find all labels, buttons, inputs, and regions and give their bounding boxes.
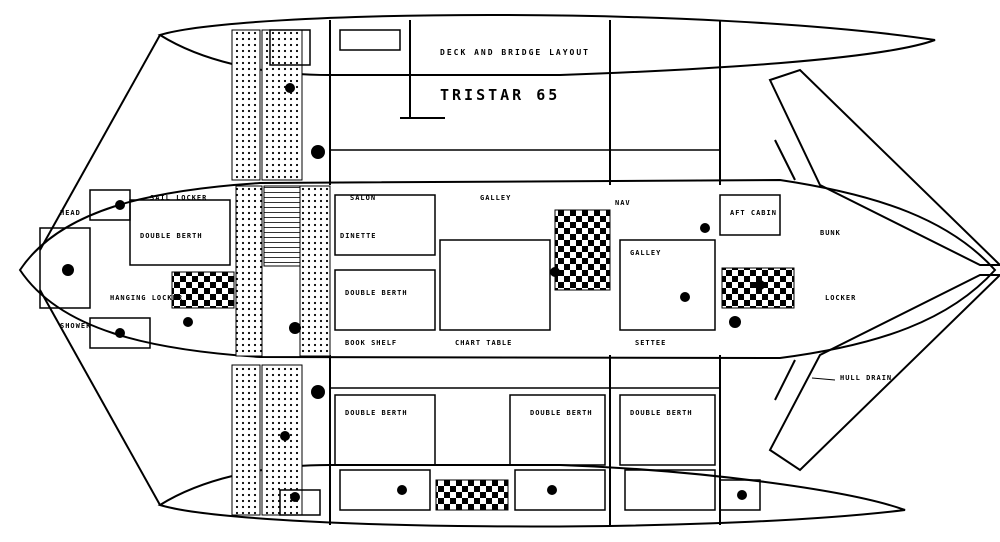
marker-17: [700, 223, 710, 233]
marker-7: [550, 267, 560, 277]
deck-plank-3: [231, 364, 261, 516]
galley-counter: [619, 239, 716, 331]
double-berth-lower-2: [509, 394, 606, 466]
diagram-title: TRISTAR 65: [440, 86, 560, 104]
marker-15: [737, 490, 747, 500]
label-sail-locker: SAIL LOCKER: [150, 194, 207, 202]
checker-sole-galley: [554, 209, 611, 291]
label-double-berth-lower-3: DOUBLE BERTH: [630, 409, 693, 417]
furniture: [39, 29, 781, 516]
head-lower-1: [339, 469, 431, 511]
lower-locker: [279, 489, 321, 516]
label-nav: NAV: [615, 199, 631, 207]
marker-6: [289, 322, 301, 334]
markers: [62, 83, 765, 502]
marker-1: [285, 83, 295, 93]
aft-wing-lower: [768, 274, 1000, 472]
hull-drain-leader: [811, 377, 836, 381]
aft-wing-upper: [768, 68, 1000, 266]
label-locker: LOCKER: [825, 294, 856, 302]
marker-4: [115, 200, 125, 210]
fwd-cross-beam-left: [39, 34, 161, 251]
deck-plank-7: [263, 185, 301, 267]
label-galley: GALLEY: [480, 194, 511, 202]
upper-locker: [269, 29, 311, 66]
label-double-berth-lower-1: DOUBLE BERTH: [345, 409, 408, 417]
label-galley-2: GALLEY: [630, 249, 661, 257]
deck-plank-1: [231, 29, 261, 181]
hull-outlines: [18, 14, 1000, 528]
marker-14: [547, 485, 557, 495]
deck-plank-2: [261, 29, 303, 181]
aft-cabin-block: [719, 194, 781, 236]
checker-sole-fwd: [171, 271, 235, 309]
label-hanging-locker: HANGING LOCKER: [110, 294, 183, 302]
marker-9: [729, 316, 741, 328]
deck-plank-5: [235, 185, 263, 357]
label-head: HEAD: [60, 209, 81, 217]
upper-hatch: [339, 29, 401, 51]
double-berth-mid: [334, 269, 436, 331]
double-berth-lower-1: [334, 394, 436, 466]
marker-2: [311, 145, 325, 159]
marker-18: [183, 317, 193, 327]
diagram-subtitle: DECK AND BRIDGE LAYOUT: [440, 48, 590, 57]
label-salon: SALON: [350, 194, 376, 202]
label-aft-cabin: AFT CABIN: [730, 209, 777, 217]
lower-rudder: [774, 359, 796, 401]
label-book-shelf: BOOK SHELF: [345, 339, 397, 347]
fwd-berth: [39, 227, 91, 309]
label-hull-drain: HULL DRAIN: [840, 374, 892, 382]
marker-10: [311, 385, 325, 399]
double-berth-fwd: [129, 199, 231, 266]
dinette-table: [439, 239, 551, 331]
marker-5: [115, 328, 125, 338]
fwd-lower-block: [89, 317, 151, 349]
fwd-upper-block: [89, 189, 131, 221]
label-bunk: BUNK: [820, 229, 841, 237]
checker-soles: [171, 209, 795, 511]
salon-settee: [334, 194, 436, 256]
label-shower: SHOWER: [60, 322, 91, 330]
label-settee: SETTEE: [635, 339, 666, 347]
label-double-berth-lower-2: DOUBLE BERTH: [530, 409, 593, 417]
label-dinette: DINETTE: [340, 232, 377, 240]
labels: TRISTAR 65 DECK AND BRIDGE LAYOUT SAIL L…: [60, 48, 892, 417]
double-berth-lower-3: [619, 394, 716, 466]
deck-planking: [231, 29, 331, 516]
marker-3: [62, 264, 74, 276]
fwd-cross-beam-right: [39, 289, 161, 506]
marker-11: [280, 431, 290, 441]
label-chart-table: CHART TABLE: [455, 339, 512, 347]
outrigger-fittings: [400, 20, 836, 401]
checker-sole-lower: [435, 479, 509, 511]
aft-lower-locker: [719, 479, 761, 511]
label-double-berth-mid: DOUBLE BERTH: [345, 289, 408, 297]
marker-16: [755, 280, 765, 290]
deck-plank-6: [299, 185, 331, 357]
main-hull-outline: [18, 178, 997, 360]
marker-12: [290, 492, 300, 502]
upper-rudder: [774, 139, 796, 181]
head-lower-3: [624, 469, 716, 511]
label-double-berth-fwd: DOUBLE BERTH: [140, 232, 203, 240]
marker-13: [397, 485, 407, 495]
head-lower-2: [514, 469, 606, 511]
marker-8: [680, 292, 690, 302]
